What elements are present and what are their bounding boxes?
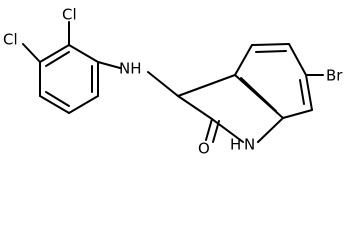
bond-ring-b-4 [305, 74, 313, 111]
bond-cl-left [22, 43, 41, 63]
chemical-structure: Cl Cl NH Br O H N [3, 6, 343, 158]
bond-ring-b-inner-2 [299, 79, 305, 105]
bond-ring-a-2 [68, 44, 99, 63]
bond-ring-a-inner-3 [45, 91, 70, 107]
atom-labels: Cl Cl NH Br O H N [3, 6, 343, 158]
atom-cl-left: Cl [3, 31, 18, 49]
bond-ring-a-1 [39, 44, 70, 63]
atom-nh-amine: NH [119, 60, 142, 78]
atom-br: Br [326, 67, 343, 85]
bond-lines [22, 21, 324, 143]
bond-c2-n [211, 118, 244, 143]
bond-ring-b-2 [251, 43, 290, 46]
bond-ring-a-4 [68, 95, 99, 114]
atom-n-lactam: N [244, 136, 255, 154]
bond-ring-b-inner-1 [255, 50, 287, 53]
bond-ring-b-inner-3 [240, 77, 277, 112]
bond-c3a-c3 [177, 74, 236, 97]
bond-c3-c2 [177, 95, 213, 120]
bond-amine-left [97, 61, 121, 69]
atom-cl-upper: Cl [62, 6, 77, 24]
bond-n-c7a [257, 117, 284, 143]
bond-ring-b-5 [282, 109, 313, 119]
bond-ring-b-1 [234, 44, 253, 76]
bond-ring-a-inner-1 [45, 51, 70, 67]
atom-h-lactam: H [230, 136, 241, 154]
bond-carbonyl-1 [205, 118, 213, 141]
atom-oxygen: O [198, 140, 210, 158]
bond-ring-a-5 [39, 95, 70, 114]
bond-carbonyl-2 [212, 120, 220, 143]
bond-ring-b-3 [288, 43, 307, 76]
bond-amine-right [147, 71, 179, 97]
